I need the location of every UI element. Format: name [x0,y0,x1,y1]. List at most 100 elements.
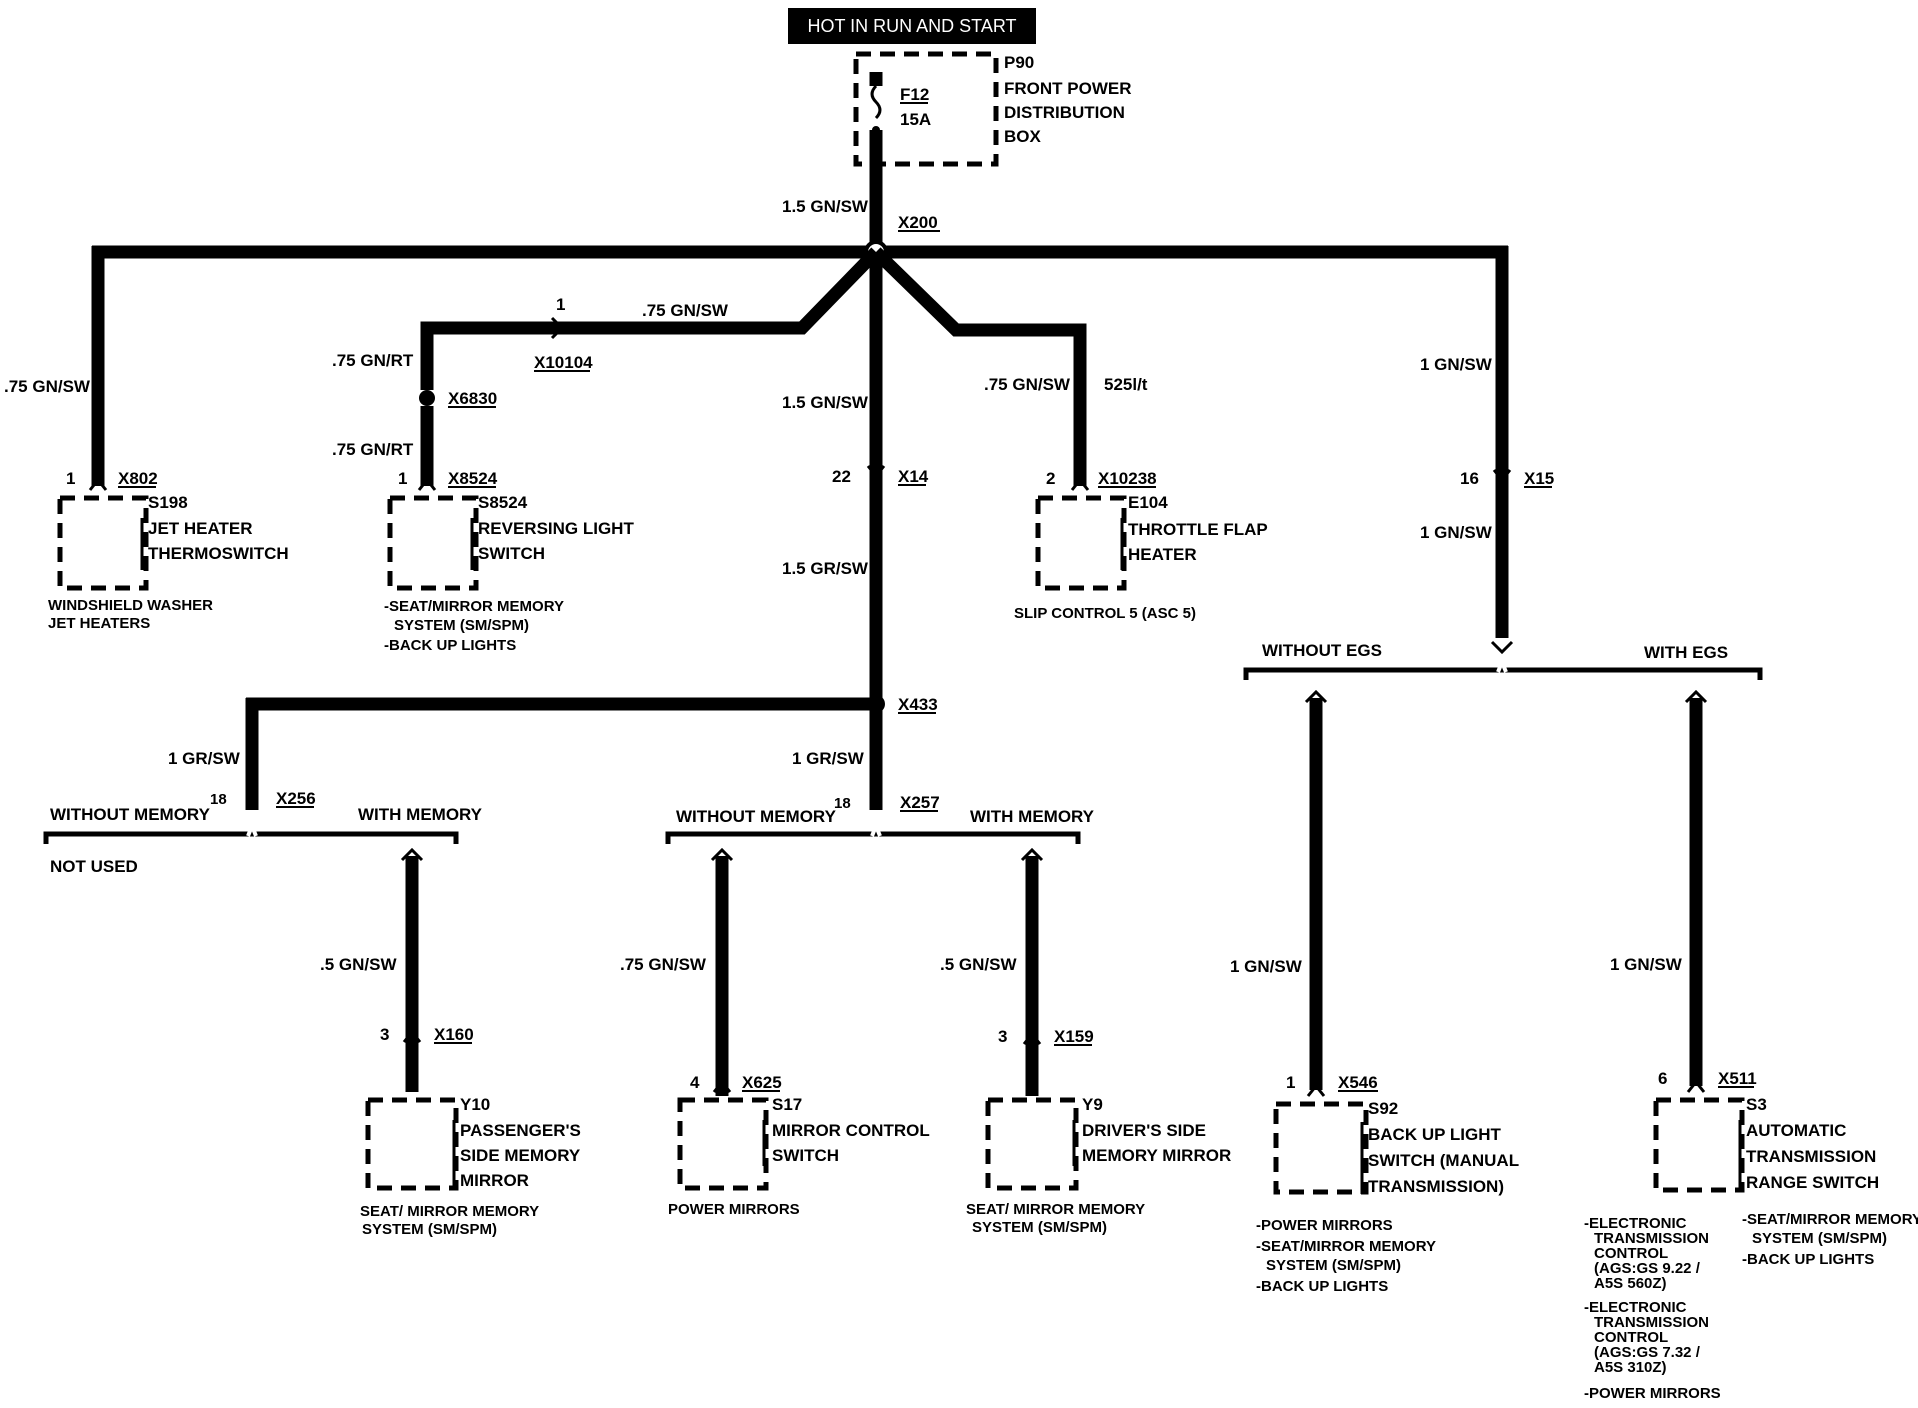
fuse-box-name-1: FRONT POWER [1004,79,1132,98]
s92-note-3: SYSTEM (SM/SPM) [1266,1257,1401,1274]
pin-x257: 18 [834,795,851,812]
connector-x6830: X6830 [448,389,497,408]
s3-note-left-9: (AGS:GS 7.32 / [1594,1344,1701,1361]
pin-x159: 3 [998,1027,1007,1046]
wire-right-upper: 1 GN/SW [1420,355,1493,374]
wire-throttle: .75 GN/SW [984,375,1071,394]
fuse-box-p90: F12 15A P90 FRONT POWER DISTRIBUTION BOX [853,51,1132,167]
component-y9: Y9 DRIVER'S SIDE MEMORY MIRROR SEAT/ MIR… [966,1095,1231,1236]
connector-x8524: X8524 [448,469,498,488]
y9-name-2: MEMORY MIRROR [1082,1146,1231,1165]
component-s3: S3 AUTOMATIC TRANSMISSION RANGE SWITCH -… [1584,1095,1918,1402]
pin-x160: 3 [380,1025,389,1044]
component-s8524: S8524 REVERSING LIGHT SWITCH -SEAT/MIRRO… [384,493,634,654]
s3-note-right-2: SYSTEM (SM/SPM) [1752,1230,1887,1247]
y10-name-3: MIRROR [460,1171,529,1190]
s3-name-3: RANGE SWITCH [1746,1173,1879,1192]
e104-note-1: SLIP CONTROL 5 (ASC 5) [1014,605,1196,622]
y9-note-1: SEAT/ MIRROR MEMORY [966,1201,1145,1218]
s198-note-1: WINDSHIELD WASHER [48,597,213,614]
s3-name-1: AUTOMATIC [1746,1121,1846,1140]
s198-id: S198 [148,493,188,512]
s92-note-1: -POWER MIRRORS [1256,1217,1393,1234]
y9-id: Y9 [1082,1095,1103,1114]
s3-note-left-4: (AGS:GS 9.22 / [1594,1260,1701,1277]
wire-y9: .5 GN/SW [940,955,1017,974]
s17-name-2: SWITCH [772,1146,839,1165]
connector-x625: X625 [742,1073,782,1092]
fuse-rating: 15A [900,110,931,129]
component-s17: S17 MIRROR CONTROL SWITCH POWER MIRRORS [668,1095,930,1218]
connector-x14: X14 [898,467,929,486]
wire-main-low: 1.5 GR/SW [782,559,869,578]
s92-name-3: TRANSMISSION) [1368,1177,1504,1196]
connector-x200: X200 [898,213,938,232]
fuse-box-name-2: DISTRIBUTION [1004,103,1125,122]
e104-name-2: HEATER [1128,545,1197,564]
s198-name-2: THERMOSWITCH [148,544,289,563]
y9-note-2: SYSTEM (SM/SPM) [972,1219,1107,1236]
s8524-id: S8524 [478,493,528,512]
branch-without-egs: WITHOUT EGS [1262,641,1382,660]
wire-y10: .5 GN/SW [320,955,397,974]
pin-x256: 18 [210,791,227,808]
branch-left-with-memory: WITH MEMORY [358,805,483,824]
s92-name-1: BACK UP LIGHT [1368,1125,1501,1144]
pin-x802: 1 [66,469,75,488]
e104-id: E104 [1128,493,1168,512]
connector-x159: X159 [1054,1027,1094,1046]
s3-note-right-3: -BACK UP LIGHTS [1742,1251,1874,1268]
wire-x6830-lower: .75 GN/RT [332,440,414,459]
pin-x546: 1 [1286,1073,1295,1092]
branch-with-egs: WITH EGS [1644,643,1728,662]
branch-not-used: NOT USED [50,857,138,876]
connector-x160: X160 [434,1025,474,1044]
s92-name-2: SWITCH (MANUAL [1368,1151,1519,1170]
s17-name-1: MIRROR CONTROL [772,1121,930,1140]
fuse-box-name-3: BOX [1004,127,1042,146]
s3-note-left-5: A5S 560Z) [1594,1275,1667,1292]
s8524-name-2: SWITCH [478,544,545,563]
splice-x6830 [419,390,435,406]
s3-note-left-11: -POWER MIRRORS [1584,1385,1721,1402]
s198-name-1: JET HEATER [148,519,253,538]
s8524-note-2: SYSTEM (SM/SPM) [394,617,529,634]
wire-right-lower: 1 GN/SW [1420,523,1493,542]
pin-x14: 22 [832,467,851,486]
s17-id: S17 [772,1095,802,1114]
y10-note-1: SEAT/ MIRROR MEMORY [360,1203,539,1220]
s198-note-2: JET HEATERS [48,615,150,632]
wire-x433-down: 1 GR/SW [792,749,865,768]
component-y10: Y10 PASSENGER'S SIDE MEMORY MIRROR SEAT/… [360,1095,581,1238]
header-title: HOT IN RUN AND START [807,16,1016,36]
branch-center-with-memory: WITH MEMORY [970,807,1095,826]
fuse-id: F12 [900,85,929,104]
s3-note-left-6: -ELECTRONIC [1584,1299,1687,1316]
s3-name-2: TRANSMISSION [1746,1147,1876,1166]
wire-s92: 1 GN/SW [1230,957,1303,976]
wire-main-mid: 1.5 GN/SW [782,393,869,412]
branch-center-without-memory: WITHOUT MEMORY [676,807,837,826]
connector-x256: X256 [276,789,316,808]
wire-left-far: .75 GN/SW [4,377,91,396]
connector-x546: X546 [1338,1073,1378,1092]
y10-name-2: SIDE MEMORY [460,1146,581,1165]
s92-note-2: -SEAT/MIRROR MEMORY [1256,1238,1436,1255]
s8524-name-1: REVERSING LIGHT [478,519,634,538]
s92-id: S92 [1368,1099,1398,1118]
s3-note-left-10: A5S 310Z) [1594,1359,1667,1376]
y10-note-2: SYSTEM (SM/SPM) [362,1221,497,1238]
wire-s17: .75 GN/SW [620,955,707,974]
s17-note-1: POWER MIRRORS [668,1201,800,1218]
connector-x433: X433 [898,695,938,714]
wire-main-top: 1.5 GN/SW [782,197,869,216]
s3-note-right-1: -SEAT/MIRROR MEMORY [1742,1211,1918,1228]
e104-name-1: THROTTLE FLAP [1128,520,1268,539]
component-s92: S92 BACK UP LIGHT SWITCH (MANUAL TRANSMI… [1256,1099,1519,1295]
fuse-box-id: P90 [1004,53,1034,72]
connector-x10104: X10104 [534,353,593,372]
connector-x10238: X10238 [1098,469,1157,488]
header-box [788,8,1036,44]
y10-name-1: PASSENGER'S [460,1121,581,1140]
